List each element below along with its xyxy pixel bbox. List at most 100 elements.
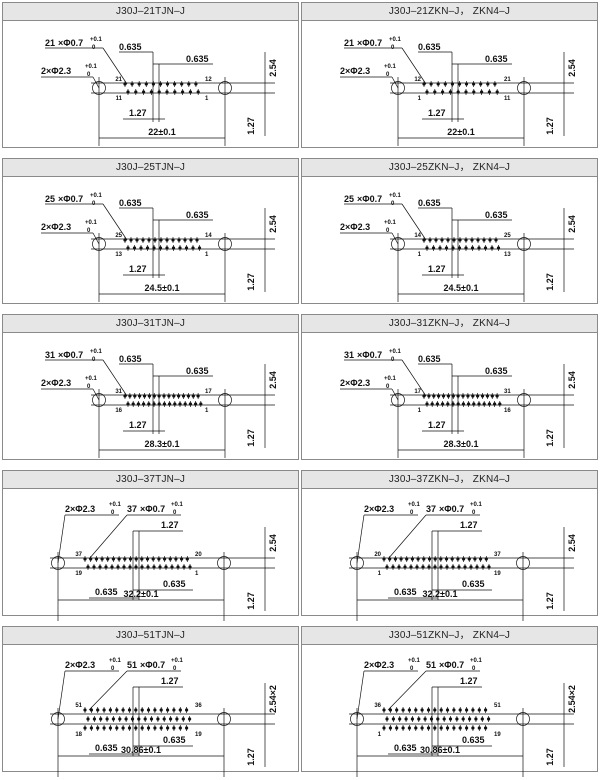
half-pitch-label: 0.635: [485, 210, 508, 220]
row-pitch-label: 2.54: [268, 215, 278, 233]
panel-title: J30J–25TJN–J: [3, 159, 298, 177]
tolerance-lower: 0: [87, 228, 91, 234]
pin-dia: ×Φ0.7: [58, 38, 83, 48]
hole-callout: 2×Φ2.3: [340, 66, 370, 76]
panel-title: J30J–31TJN–J: [3, 315, 298, 333]
row-pitch-label: 2.54×2: [268, 685, 278, 713]
vertical-pitch-label: 1.27: [246, 592, 256, 610]
tolerance-lower: 0: [173, 510, 177, 516]
vertical-pitch-label: 1.27: [545, 273, 555, 291]
pin-number: 31: [115, 389, 122, 395]
vertical-pitch-label: 1.27: [545, 117, 555, 135]
pin-dia: ×Φ0.7: [58, 350, 83, 360]
vertical-pitch-label: 1.27: [545, 429, 555, 447]
half-pitch-label: 0.635: [418, 42, 441, 52]
half-pitch-label: 0.635: [394, 587, 417, 597]
panel-title: J30J–31ZKN–J， ZKN4–J: [302, 315, 597, 333]
half-pitch-label: 0.635: [186, 210, 209, 220]
pin-dia: ×Φ0.7: [357, 350, 382, 360]
pin-number: 12: [205, 77, 212, 83]
pin-number: 19: [494, 571, 501, 577]
pin-dia: ×Φ0.7: [140, 660, 165, 670]
pin-number: 17: [414, 389, 421, 395]
tolerance-lower: 0: [410, 666, 414, 672]
pitch-label: 1.27: [428, 264, 446, 274]
pin-dia: ×Φ0.7: [439, 504, 464, 514]
total-width-label: 30.86±0.1: [420, 745, 460, 755]
hole-callout: 2×Φ2.3: [340, 378, 370, 388]
tolerance-upper: +0.1: [384, 376, 397, 382]
half-pitch-label: 0.635: [95, 587, 118, 597]
leader-line: [391, 232, 399, 245]
half-pitch-label: 0.635: [418, 354, 441, 364]
vertical-pitch-label: 1.27: [246, 429, 256, 447]
total-width-label: 24.5±0.1: [444, 283, 479, 293]
pin-dia: ×Φ0.7: [357, 194, 382, 204]
hole-callout: 2×Φ2.3: [41, 378, 71, 388]
pin-number: 37: [494, 552, 501, 558]
pitch-label: 1.27: [161, 520, 179, 530]
leader-line: [102, 47, 128, 85]
row-pitch-label: 2.54: [268, 534, 278, 552]
pin-number: 25: [115, 233, 122, 239]
total-width-label: 28.3±0.1: [145, 439, 180, 449]
pin-count: 21: [45, 38, 55, 48]
pin-count: 21: [344, 38, 354, 48]
pin-number: 1: [418, 96, 422, 102]
tolerance-lower: 0: [472, 666, 476, 672]
half-pitch-label: 0.635: [418, 198, 441, 208]
leader-line: [57, 670, 66, 720]
hole-callout: 2×Φ2.3: [65, 504, 95, 514]
leader-line: [356, 514, 365, 564]
panel-title: J30J–37TJN–J: [3, 471, 298, 489]
half-pitch-label: 0.635: [394, 743, 417, 753]
leader-line: [401, 203, 427, 241]
pin-number: 36: [195, 703, 202, 709]
pin-number: 51: [494, 703, 501, 709]
half-pitch-label: 0.635: [119, 354, 142, 364]
tolerance-upper: +0.1: [85, 220, 98, 226]
pin-number: 1: [205, 96, 209, 102]
half-pitch-label: 0.635: [485, 366, 508, 376]
leader-line: [401, 359, 427, 397]
hole-callout: 2×Φ2.3: [41, 222, 71, 232]
pin-number: 16: [115, 408, 122, 414]
leader-line: [88, 670, 128, 711]
pin-number: 17: [205, 389, 212, 395]
leader-line: [401, 47, 427, 85]
tolerance-upper: +0.1: [384, 64, 397, 70]
tolerance-upper: +0.1: [171, 502, 184, 508]
leader-line: [387, 670, 427, 711]
pin-number: 14: [205, 233, 212, 239]
pitch-label: 1.27: [460, 520, 478, 530]
pin-number: 1: [205, 252, 209, 258]
pin-dia: ×Φ0.7: [140, 504, 165, 514]
tolerance-upper: +0.1: [389, 349, 402, 355]
leader-line: [391, 76, 399, 89]
tolerance-lower: 0: [111, 666, 115, 672]
pin-count: 51: [426, 660, 436, 670]
tolerance-lower: 0: [173, 666, 177, 672]
pin-number: 1: [418, 252, 422, 258]
pin-dia: ×Φ0.7: [58, 194, 83, 204]
pin-number: 1: [205, 408, 209, 414]
leader-line: [92, 76, 100, 89]
pin-number: 25: [504, 233, 511, 239]
half-pitch-label: 0.635: [462, 579, 485, 589]
half-pitch-label: 0.635: [163, 579, 186, 589]
leader-line: [102, 203, 128, 241]
tolerance-lower: 0: [472, 510, 476, 516]
total-width-label: 24.5±0.1: [145, 283, 180, 293]
vertical-pitch-label: 1.27: [545, 592, 555, 610]
half-pitch-label: 0.635: [186, 54, 209, 64]
